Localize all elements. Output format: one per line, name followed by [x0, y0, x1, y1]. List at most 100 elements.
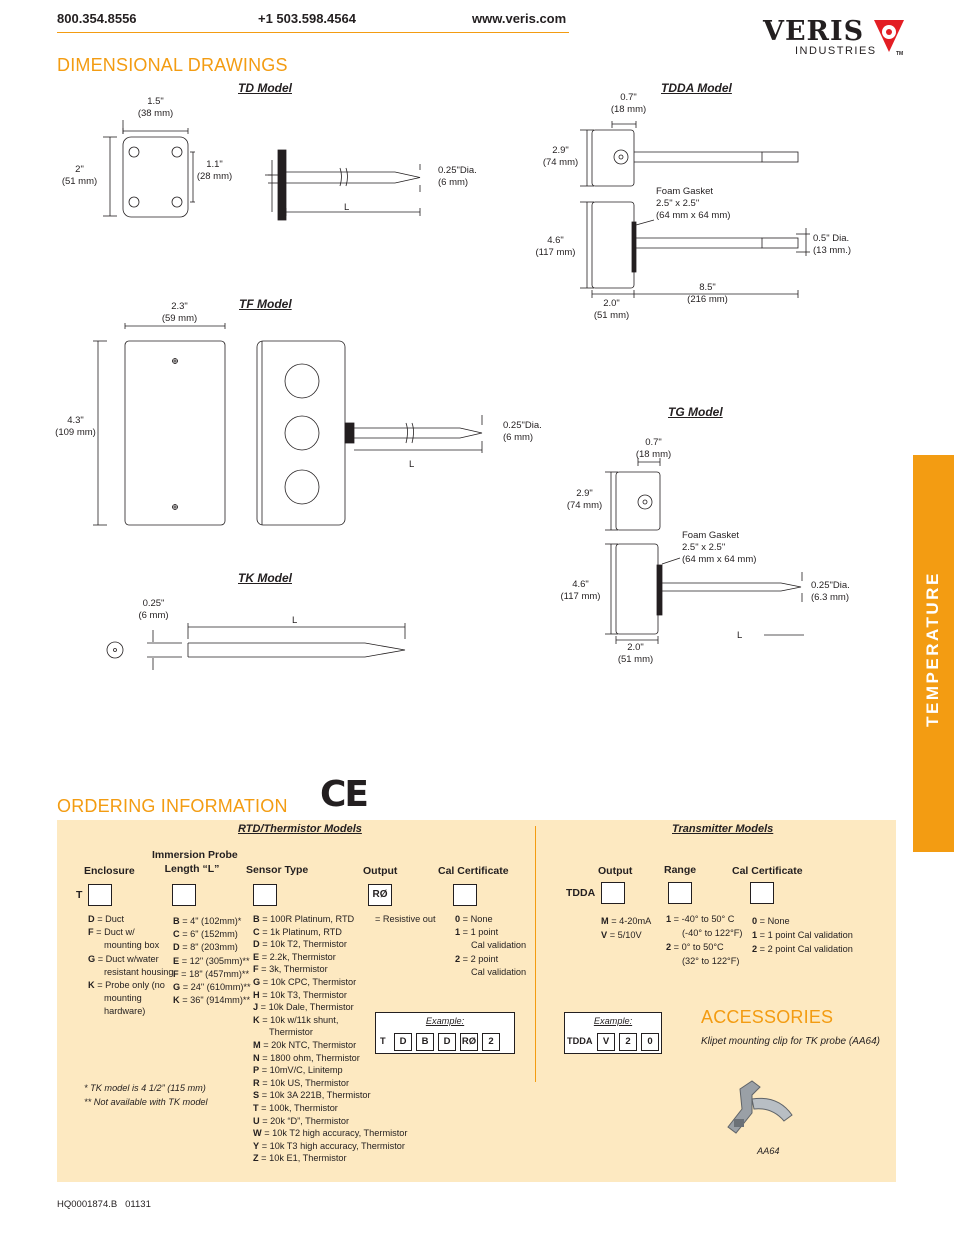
- option-item: K = Probe only (no: [88, 979, 173, 992]
- option-text: = 24" (610mm)**: [180, 982, 251, 993]
- option-item: M = 20k NTC, Thermistor: [253, 1039, 407, 1052]
- option-code: M: [601, 916, 609, 926]
- option-code: 2: [752, 944, 758, 954]
- option-code: 0: [455, 914, 461, 924]
- output-code-box[interactable]: RØ: [368, 884, 392, 906]
- option-text: = 18" (457mm)**: [178, 968, 250, 979]
- option-text: = 1800 ohm, Thermistor: [259, 1052, 360, 1063]
- header-rule: [57, 32, 569, 33]
- col-output: Output: [363, 865, 398, 877]
- trans-range-box[interactable]: [668, 882, 692, 904]
- option-item: K = 10k w/11k shunt,: [253, 1014, 407, 1027]
- option-text: = 10k T2 high accuracy, Thermistor: [261, 1128, 408, 1139]
- tf-length-label: L: [409, 459, 415, 470]
- tf-dia-dim: 0.25"Dia.(6 mm): [503, 420, 542, 443]
- example-prefix: T: [380, 1036, 386, 1046]
- ordering-divider: [535, 826, 536, 1082]
- logo-trademark: TM: [896, 51, 904, 57]
- output-option: = Resistive out: [375, 914, 436, 924]
- option-text: = 5/10V: [607, 930, 642, 940]
- cal-code-box[interactable]: [453, 884, 477, 906]
- option-code: 2: [666, 942, 672, 952]
- option-item: mounting: [88, 992, 173, 1005]
- option-code: F: [88, 927, 94, 938]
- sensor-code-box[interactable]: [253, 884, 277, 906]
- trans-col-cal: Cal Certificate: [732, 865, 803, 877]
- option-text: = 10k T2, Thermistor: [259, 939, 347, 950]
- option-code: K: [173, 995, 180, 1006]
- option-text: = 0° to 50°C: [671, 942, 724, 952]
- option-item: T = 100k, Thermistor: [253, 1102, 407, 1115]
- option-text: = 20k “D”, Thermistor: [259, 1115, 350, 1126]
- option-text: mounting box: [104, 940, 160, 951]
- phone-number-1: 800.354.8556: [57, 11, 137, 26]
- option-code: T: [253, 1102, 259, 1113]
- option-item: D = 8" (203mm): [173, 941, 251, 954]
- option-text: = 2 point: [460, 953, 499, 964]
- option-item: R = 10k US, Thermistor: [253, 1077, 407, 1090]
- option-item: (32° to 122°F): [666, 954, 742, 968]
- option-text: Cal validation: [471, 966, 527, 977]
- option-item: 1 = -40° to 50° C: [666, 912, 742, 926]
- trans-range-options: 1 = -40° to 50° C(-40° to 122°F)2 = 0° t…: [666, 912, 742, 968]
- website-link[interactable]: www.veris.com: [472, 11, 567, 26]
- option-item: H = 10k T3, Thermistor: [253, 989, 407, 1002]
- example-code-cell: D: [438, 1033, 456, 1051]
- option-item: 1 = 1 point Cal validation: [752, 928, 853, 942]
- tk-length-label: L: [292, 615, 298, 626]
- option-item: G = 10k CPC, Thermistor: [253, 976, 407, 989]
- footnote-1: * TK model is 4 1/2” (115 mm): [84, 1083, 206, 1093]
- option-item: 2 = 2 point: [455, 953, 526, 966]
- option-text: = Duct w/: [93, 927, 135, 938]
- option-code: B: [173, 916, 180, 926]
- option-text: mounting: [104, 993, 142, 1004]
- td-inner-dim: 1.1"(28 mm): [196, 159, 233, 182]
- tg-model-label: TG Model: [668, 405, 723, 419]
- footnote-2: ** Not available with TK model: [84, 1097, 208, 1107]
- option-code: 0: [752, 916, 758, 926]
- option-text: = 3k, Thermistor: [258, 964, 328, 975]
- tg-dia-dim: 0.25"Dia.(6.3 mm): [811, 580, 850, 603]
- tdda-dia-dim: 0.5" Dia.(13 mm.): [813, 233, 851, 256]
- option-text: = 6" (152mm): [179, 929, 238, 940]
- option-text: (32° to 122°F): [682, 956, 740, 966]
- option-item: E = 12" (305mm)**: [173, 955, 251, 968]
- accessory-description: Klipet mounting clip for TK probe (AA64): [701, 1036, 880, 1047]
- col-cal-certificate: Cal Certificate: [438, 865, 509, 877]
- side-tab: TEMPERATURE: [913, 455, 954, 852]
- option-text: = 100R Platinum, RTD: [259, 914, 355, 924]
- option-item: 2 = 0° to 50°C: [666, 940, 742, 954]
- option-text: = 10k US, Thermistor: [259, 1077, 350, 1088]
- option-text: resistant housing: [104, 966, 174, 977]
- example-code-cell: B: [416, 1033, 434, 1051]
- option-item: S = 10k 3A 221B, Thermistor: [253, 1089, 407, 1102]
- option-item: mounting box: [88, 939, 173, 952]
- option-code: D: [253, 939, 260, 950]
- tk-model-label: TK Model: [238, 571, 292, 585]
- option-code: H: [253, 989, 260, 1000]
- enclosure-code-box[interactable]: [88, 884, 112, 906]
- td-width-dim: 1.5"(38 mm): [137, 96, 174, 119]
- tf-height-dim: 4.3"(109 mm): [55, 415, 96, 438]
- trans-output-box[interactable]: [601, 882, 625, 904]
- length-code-box[interactable]: [172, 884, 196, 906]
- option-item: B = 100R Platinum, RTD: [253, 913, 407, 926]
- option-code: 1: [666, 914, 672, 924]
- veris-logo: VERIS INDUSTRIES TM: [763, 16, 913, 60]
- option-item: W = 10k T2 high accuracy, Thermistor: [253, 1127, 407, 1140]
- option-item: 0 = None: [752, 914, 853, 928]
- option-code: E: [173, 955, 180, 966]
- option-item: Y = 10k T3 high accuracy, Thermistor: [253, 1140, 407, 1153]
- option-item: Z = 10k E1, Thermistor: [253, 1152, 407, 1165]
- option-item: K = 36" (914mm)**: [173, 994, 251, 1007]
- trans-cal-box[interactable]: [750, 882, 774, 904]
- option-code: 1: [455, 927, 461, 938]
- rtd-prefix: T: [76, 889, 83, 901]
- phone-number-2: +1 503.598.4564: [258, 11, 356, 26]
- option-item: N = 1800 ohm, Thermistor: [253, 1052, 407, 1065]
- option-text: = 10k T3, Thermistor: [259, 989, 347, 1000]
